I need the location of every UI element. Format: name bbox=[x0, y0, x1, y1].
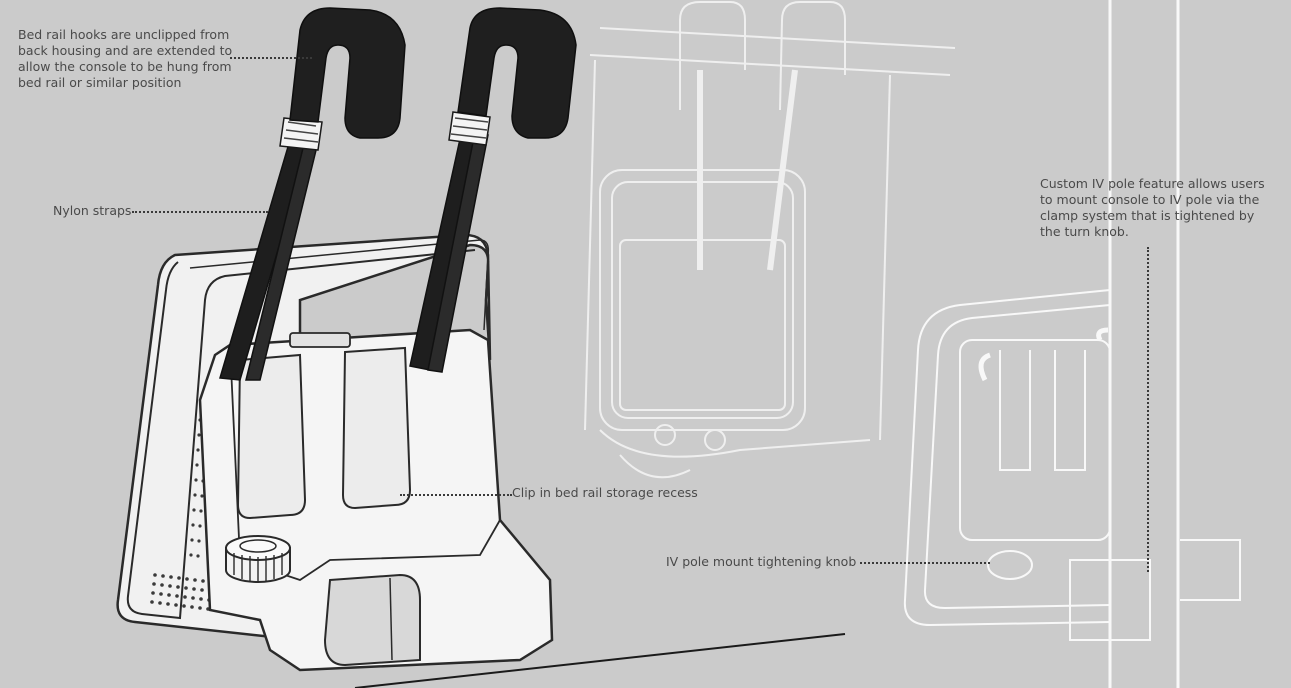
callout-iv-pole-feature: Custom IV pole feature allows users to m… bbox=[1040, 176, 1280, 240]
ghost-iv-pole-console bbox=[905, 0, 1240, 688]
bed-rail-hooks bbox=[290, 8, 576, 138]
ghost-hanging-console bbox=[585, 2, 955, 477]
leader-iv-knob bbox=[860, 562, 990, 564]
tightening-knob bbox=[226, 536, 290, 582]
callout-bed-rail-hooks: Bed rail hooks are unclipped from back h… bbox=[18, 27, 248, 91]
leader-nylon-straps bbox=[132, 211, 268, 213]
callout-nylon-straps: Nylon straps bbox=[53, 203, 131, 219]
main-console bbox=[118, 235, 552, 670]
callout-clip-recess: Clip in bed rail storage recess bbox=[512, 485, 698, 501]
leader-clip-recess bbox=[400, 494, 512, 496]
leader-bed-rail-hooks bbox=[230, 57, 312, 59]
leader-iv-pole-feature bbox=[1147, 247, 1149, 572]
callout-iv-knob: IV pole mount tightening knob bbox=[666, 554, 856, 570]
